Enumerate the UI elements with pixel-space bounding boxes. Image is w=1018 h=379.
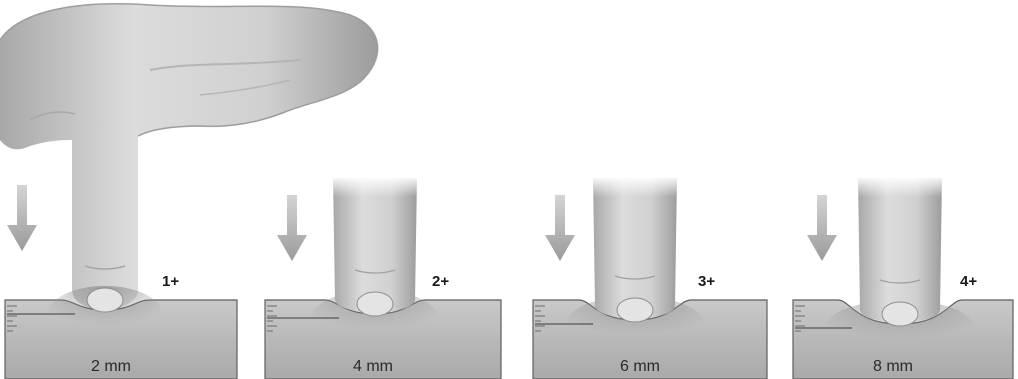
depth-label: 2 mm bbox=[91, 358, 131, 375]
panel-2: 2+ 4 mm bbox=[265, 176, 501, 379]
down-arrow-icon bbox=[807, 195, 837, 261]
grade-label: 3+ bbox=[698, 273, 715, 290]
depth-label: 6 mm bbox=[620, 358, 660, 375]
fingernail bbox=[357, 292, 393, 316]
grade-label: 2+ bbox=[432, 273, 449, 290]
finger-illustration bbox=[591, 176, 679, 318]
panel-3: 3+ 6 mm bbox=[533, 176, 767, 379]
finger-illustration bbox=[856, 176, 944, 322]
down-arrow-icon bbox=[545, 195, 575, 261]
panel-4: 4+ 8 mm bbox=[793, 176, 1013, 379]
down-arrow-icon bbox=[7, 185, 37, 251]
fingernail bbox=[87, 288, 123, 312]
fingernail bbox=[617, 298, 653, 322]
grade-label: 4+ bbox=[960, 273, 977, 290]
grade-label: 1+ bbox=[162, 273, 179, 290]
hand-illustration bbox=[0, 4, 378, 310]
fingernail bbox=[882, 302, 918, 326]
depth-label: 8 mm bbox=[873, 358, 913, 375]
down-arrow-icon bbox=[277, 195, 307, 261]
depth-label: 4 mm bbox=[353, 358, 393, 375]
